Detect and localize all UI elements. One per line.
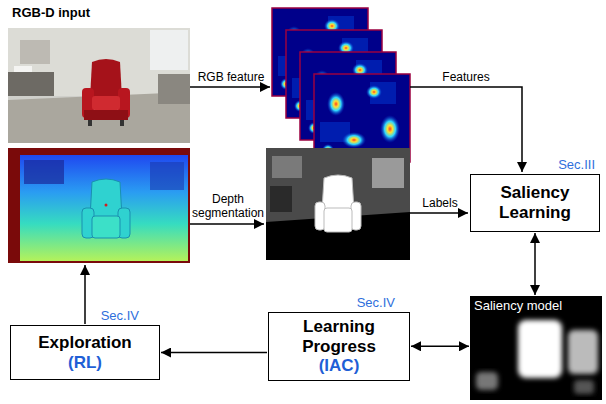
seg-chair [324, 208, 352, 232]
box-title: Exploration [38, 333, 132, 353]
box-title: Learning Progress [275, 317, 403, 356]
section-ref: Sec.IV [357, 295, 395, 310]
photo-shelf [158, 74, 190, 104]
flow-arrow [410, 87, 522, 172]
seg-region [272, 156, 302, 178]
depth-border [8, 148, 190, 263]
process-box: Sec.IVExploration(RL) [10, 325, 160, 380]
chair-seat [92, 96, 120, 110]
connector-arrow [161, 352, 267, 354]
segmentation-image [266, 148, 410, 260]
chair-leg [120, 120, 124, 126]
connector-arrow [534, 233, 536, 295]
seg-region [270, 186, 292, 212]
arrow-label: Labels [410, 196, 470, 210]
image-caption: Saliency model [474, 298, 562, 313]
depth-chair [92, 216, 120, 238]
depth-object [150, 162, 184, 190]
arrow-label: Features [412, 70, 520, 84]
flow-arrows [85, 87, 522, 324]
chair-back [90, 59, 122, 98]
depth-image [8, 148, 190, 263]
saliency-blob [574, 380, 594, 394]
photo-cabinet [20, 40, 50, 64]
arrow-label: Depth segmentation [190, 192, 266, 220]
saliency-image [470, 296, 602, 400]
depth-chair [90, 179, 122, 218]
photo-ground [8, 28, 190, 143]
seg-ground [266, 148, 410, 260]
chair-base [84, 110, 128, 120]
flow-arrow [84, 265, 86, 324]
saliency-model-image: Saliency model [470, 296, 602, 400]
depth-map [20, 155, 188, 261]
feature-maps [272, 8, 410, 162]
method-name: (IAC) [319, 356, 360, 376]
box-title: Saliency Learning [477, 183, 593, 222]
flow-arrow [410, 212, 468, 214]
saliency-ground [470, 296, 602, 400]
saliency-blob [568, 330, 598, 374]
connector-arrow [411, 346, 469, 348]
photo-desk [8, 72, 54, 96]
saliency-blob [476, 372, 498, 390]
arrow-label: RGB feature [190, 70, 272, 84]
method-name: (RL) [68, 353, 102, 373]
depth-dot [105, 204, 108, 207]
flow-arrow [190, 223, 264, 225]
flow-arrow [190, 86, 270, 88]
section-ref: Sec.IV [101, 308, 139, 323]
photo-window [150, 30, 188, 70]
process-box: Sec.IVLearning Progress(IAC) [268, 312, 410, 381]
section-ref: Sec.III [558, 157, 595, 172]
input-heading: RGB-D input [12, 5, 152, 20]
seg-chair [322, 175, 354, 210]
chair-leg [88, 120, 92, 126]
seg-region [372, 158, 404, 188]
photo-papers [14, 66, 32, 72]
depth-object [24, 160, 64, 184]
saliency-blob [518, 320, 562, 378]
process-box: Sec.IIISaliency Learning [470, 174, 600, 232]
rgb-photo [8, 28, 190, 143]
